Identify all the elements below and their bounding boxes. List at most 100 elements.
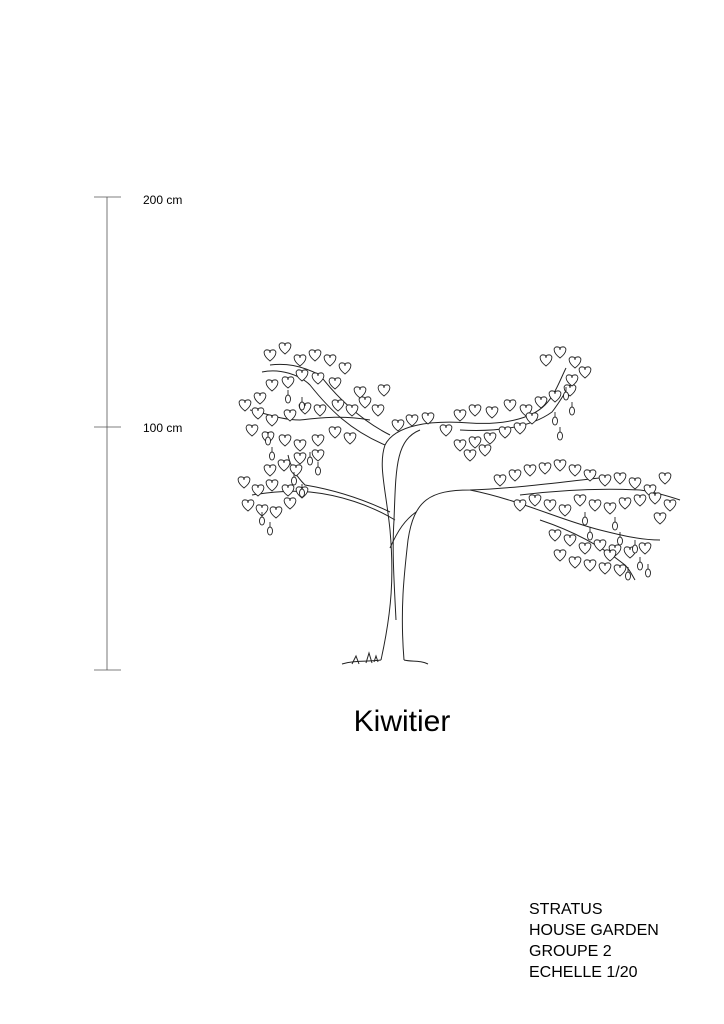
leaf-shape <box>289 464 303 477</box>
leaf-shape <box>283 409 297 422</box>
leaf-shape <box>328 377 342 390</box>
leaf-shape <box>583 559 597 572</box>
leaf-shape <box>345 404 359 417</box>
leaf-shape <box>293 439 307 452</box>
kiwi-fruit <box>637 561 643 571</box>
leaf-shape <box>613 564 627 577</box>
kiwi-fruit <box>557 431 563 441</box>
leaf-shape <box>613 472 627 485</box>
leaf-shape <box>508 469 522 482</box>
leaf-shape <box>578 542 592 555</box>
kiwi-fruit <box>299 488 305 498</box>
kiwi-fruit <box>645 568 651 578</box>
leaf-shape <box>405 414 419 427</box>
leaf-shape <box>283 497 297 510</box>
leaf-shape <box>598 562 612 575</box>
leaf-shape <box>311 449 325 462</box>
title-block-line: HOUSE GARDEN <box>529 922 659 939</box>
kiwi-fruit <box>587 531 593 541</box>
leaf-shape <box>278 342 292 355</box>
leaf-shape <box>343 432 357 445</box>
leaf-shape <box>439 424 453 437</box>
leaf-shape <box>638 542 652 555</box>
kiwi-fruit <box>552 416 558 426</box>
leaves <box>237 342 677 577</box>
leaf-shape <box>548 390 562 403</box>
leaf-shape <box>468 436 482 449</box>
leaf-shape <box>628 477 642 490</box>
leaf-shape <box>391 419 405 432</box>
kiwi-fruit <box>267 526 273 536</box>
leaf-shape <box>538 462 552 475</box>
leaf-shape <box>277 459 291 472</box>
leaf-shape <box>513 499 527 512</box>
leaf-shape <box>603 502 617 515</box>
leaf-shape <box>311 434 325 447</box>
leaf-shape <box>568 464 582 477</box>
scale-bar <box>94 196 121 671</box>
leaf-shape <box>603 549 617 562</box>
leaf-shape <box>281 484 295 497</box>
kiwi-fruit <box>299 401 305 411</box>
kiwi-fruit <box>563 391 569 401</box>
leaf-shape <box>468 404 482 417</box>
leaf-shape <box>539 354 553 367</box>
leaf-shape <box>371 404 385 417</box>
leaf-shape <box>618 497 632 510</box>
kiwi-fruit <box>582 516 588 526</box>
leaf-shape <box>553 346 567 359</box>
kiwi-fruit <box>315 466 321 476</box>
leaf-shape <box>483 432 497 445</box>
kiwi-fruit <box>617 536 623 546</box>
title-block-line: STRATUS <box>529 901 603 918</box>
leaf-shape <box>328 426 342 439</box>
leaf-shape <box>498 426 512 439</box>
tree-trunk <box>249 363 681 665</box>
leaf-shape <box>633 494 647 507</box>
leaf-shape <box>463 449 477 462</box>
leaf-shape <box>293 452 307 465</box>
leaf-shape <box>598 474 612 487</box>
leaf-shape <box>377 384 391 397</box>
kiwi-fruit <box>285 394 291 404</box>
leaf-shape <box>568 356 582 369</box>
leaf-shape <box>251 407 265 420</box>
leaf-shape <box>528 494 542 507</box>
leaf-shape <box>358 396 372 409</box>
leaf-shape <box>353 386 367 399</box>
leaf-shape <box>311 372 325 385</box>
leaf-shape <box>421 412 435 425</box>
leaf-shape <box>237 476 251 489</box>
leaf-shape <box>648 492 662 505</box>
leaf-shape <box>453 409 467 422</box>
leaf-shape <box>293 354 307 367</box>
kiwi-fruit <box>269 451 275 461</box>
leaf-shape <box>245 424 259 437</box>
leaf-shape <box>583 469 597 482</box>
scale-label-200: 200 cm <box>143 193 183 207</box>
leaf-shape <box>485 406 499 419</box>
leaf-shape <box>663 499 677 512</box>
kiwi-fruit <box>307 456 313 466</box>
leaf-shape <box>323 354 337 367</box>
leaf-shape <box>568 556 582 569</box>
title-block-line: GROUPE 2 <box>529 943 612 960</box>
leaf-shape <box>503 399 517 412</box>
leaf-shape <box>513 422 527 435</box>
leaf-shape <box>269 506 283 519</box>
leaf-shape <box>281 376 295 389</box>
leaf-shape <box>548 529 562 542</box>
leaf-shape <box>265 479 279 492</box>
leaf-shape <box>553 549 567 562</box>
leaf-shape <box>493 474 507 487</box>
kiwi-fruit <box>612 521 618 531</box>
leaf-shape <box>565 374 579 387</box>
kiwi-fruit <box>259 516 265 526</box>
kiwi-fruit <box>625 571 631 581</box>
leaf-shape <box>263 464 277 477</box>
kiwi-fruit <box>632 544 638 554</box>
leaf-shape <box>478 444 492 457</box>
leaf-shape <box>241 499 255 512</box>
leaf-shape <box>588 499 602 512</box>
